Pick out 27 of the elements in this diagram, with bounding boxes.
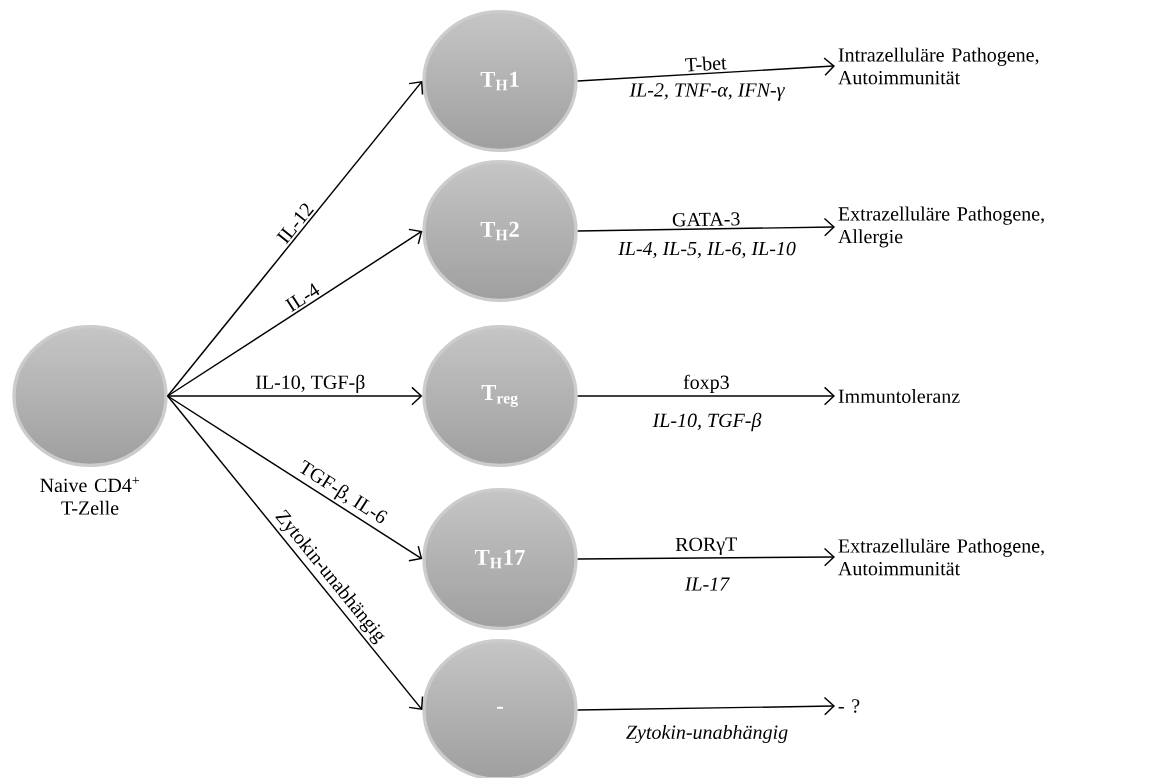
edge-label: IL-4: [284, 283, 320, 313]
edge-label: GATA-3: [672, 212, 740, 227]
cytokine-label: IL-17: [684, 577, 730, 591]
edge-label: T-bet: [685, 56, 727, 72]
arrow: [166, 386, 423, 406]
arrow: [576, 386, 835, 406]
arrow: [166, 228, 423, 397]
cytokine-label: Zytokin-unabhängig: [626, 724, 788, 744]
outcome-text: Immuntoleranz: [838, 389, 960, 404]
outcome-text: Extrazelluläre Pathogene, Allergie: [838, 206, 1044, 248]
outcome-text: Extrazelluläre Pathogene, Autoimmunität: [838, 538, 1044, 576]
edge-label: foxp3: [683, 374, 729, 394]
arrow: [166, 81, 424, 397]
edge-label: RORγT: [675, 537, 737, 555]
arrow: [576, 57, 835, 82]
outcome-text: Intrazelluläre Pathogene, Autoimmunität: [838, 47, 1039, 85]
cytokine-label: IL-10, TGF-β: [652, 412, 762, 432]
edge-label: IL-10, TGF-β: [255, 374, 365, 394]
cell-caption: Naive CD4$^{+}$ T-Zelle: [40, 477, 140, 515]
arrow: [576, 217, 835, 237]
arrow: [166, 395, 424, 710]
cytokine-label: IL-4, IL-5, IL-6, IL-10: [618, 241, 796, 259]
arrow: [576, 547, 835, 567]
outcome-text: - ?: [838, 699, 860, 713]
arrow: [576, 696, 835, 716]
arrow: [166, 395, 423, 562]
cytokine-label: IL-2, TNF-α, IFN-γ: [629, 83, 785, 101]
